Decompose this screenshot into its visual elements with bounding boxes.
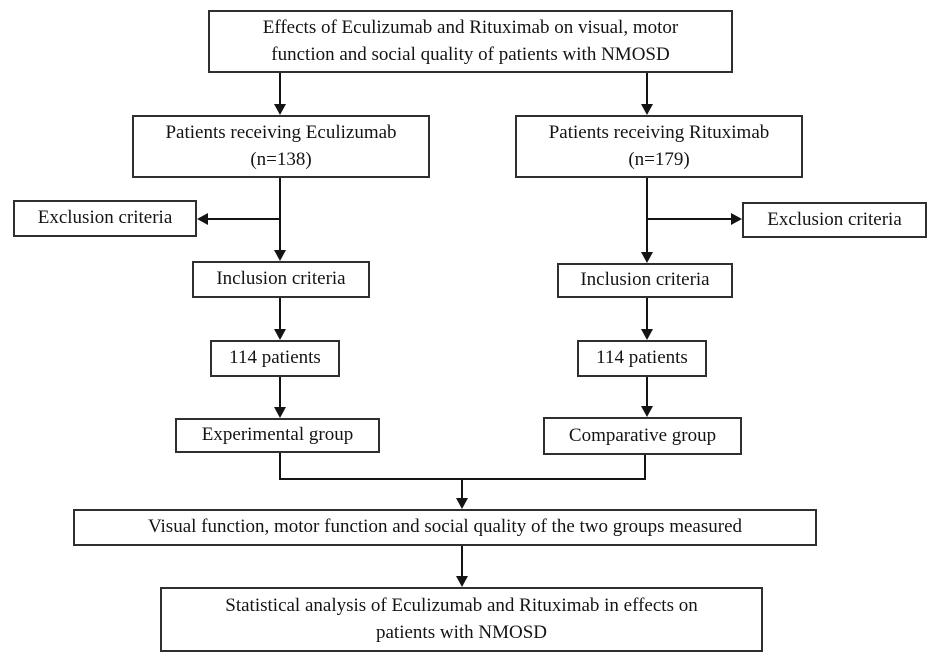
connector-branch-to-exclusion-left [207, 218, 280, 220]
arrowhead-title-to-rituximab [641, 104, 653, 115]
connector-title-to-eculizumab [279, 73, 281, 106]
flow-node-inclusion-right-label: Inclusion criteria [580, 269, 710, 291]
flow-node-inclusion-right: Inclusion criteria [557, 263, 733, 298]
flow-node-comparative-group: Comparative group [543, 417, 742, 455]
flow-node-rituximab-line1: Patients receiving Rituximab [548, 122, 770, 144]
connector-merge-to-measured [461, 480, 463, 499]
flow-node-exclusion-right: Exclusion criteria [742, 202, 927, 238]
arrowhead-eculizumab-to-inclusion-left [274, 250, 286, 261]
arrowhead-merge-to-measured [456, 498, 468, 509]
flow-node-inclusion-left-label: Inclusion criteria [216, 268, 346, 290]
flow-node-count-right: 114 patients [577, 340, 707, 377]
arrowhead-inclusion-right-to-count-right [641, 329, 653, 340]
flow-node-title-line1: Effects of Eculizumab and Rituximab on v… [262, 17, 679, 39]
flow-node-count-right-label: 114 patients [596, 347, 688, 369]
connector-count-left-to-experimental [279, 377, 281, 408]
arrowhead-inclusion-left-to-count-left [274, 329, 286, 340]
flow-node-measured: Visual function, motor function and soci… [73, 509, 817, 546]
connector-rituximab-to-inclusion-right [646, 178, 648, 253]
flow-node-rituximab-line2: (n=179) [628, 148, 690, 170]
flow-node-eculizumab-patients: Patients receiving Eculizumab (n=138) [132, 115, 430, 178]
connector-title-to-rituximab [646, 73, 648, 106]
flow-node-title-line2: function and social quality of patients … [271, 43, 670, 65]
arrowhead-branch-to-exclusion-right [731, 213, 742, 225]
flow-node-exclusion-left: Exclusion criteria [13, 200, 197, 237]
connector-count-right-to-comparative [646, 377, 648, 407]
flow-node-count-left: 114 patients [210, 340, 340, 377]
arrowhead-title-to-eculizumab [274, 104, 286, 115]
flow-node-rituximab-patients: Patients receiving Rituximab (n=179) [515, 115, 803, 178]
connector-merge-horizontal [279, 478, 646, 480]
flow-node-comparative-group-label: Comparative group [568, 424, 717, 446]
flow-node-inclusion-left: Inclusion criteria [192, 261, 370, 298]
arrowhead-branch-to-exclusion-left [197, 213, 208, 225]
arrowhead-count-left-to-experimental [274, 407, 286, 418]
flow-node-title: Effects of Eculizumab and Rituximab on v… [208, 10, 733, 73]
flow-node-statistical-line2: patients with NMOSD [376, 621, 547, 643]
flow-node-exclusion-left-label: Exclusion criteria [37, 207, 173, 229]
flow-node-experimental-group-label: Experimental group [201, 424, 354, 446]
connector-experimental-to-merge [279, 453, 281, 480]
flow-node-statistical: Statistical analysis of Eculizumab and R… [160, 587, 763, 652]
flow-node-experimental-group: Experimental group [175, 418, 380, 453]
flow-node-exclusion-right-label: Exclusion criteria [767, 208, 902, 230]
connector-eculizumab-to-inclusion-left [279, 178, 281, 252]
arrowhead-count-right-to-comparative [641, 406, 653, 417]
flow-node-measured-label: Visual function, motor function and soci… [147, 516, 743, 538]
arrowhead-rituximab-to-inclusion-right [641, 252, 653, 263]
flow-node-eculizumab-line1: Patients receiving Eculizumab [165, 122, 397, 144]
connector-measured-to-statistical [461, 546, 463, 577]
connector-inclusion-right-to-count-right [646, 298, 648, 330]
connector-branch-to-exclusion-right [647, 218, 732, 220]
connector-inclusion-left-to-count-left [279, 298, 281, 330]
arrowhead-measured-to-statistical [456, 576, 468, 587]
connector-comparative-to-merge [644, 455, 646, 480]
flow-node-statistical-line1: Statistical analysis of Eculizumab and R… [225, 595, 698, 617]
flow-node-count-left-label: 114 patients [229, 347, 321, 369]
flow-node-eculizumab-line2: (n=138) [250, 148, 312, 170]
